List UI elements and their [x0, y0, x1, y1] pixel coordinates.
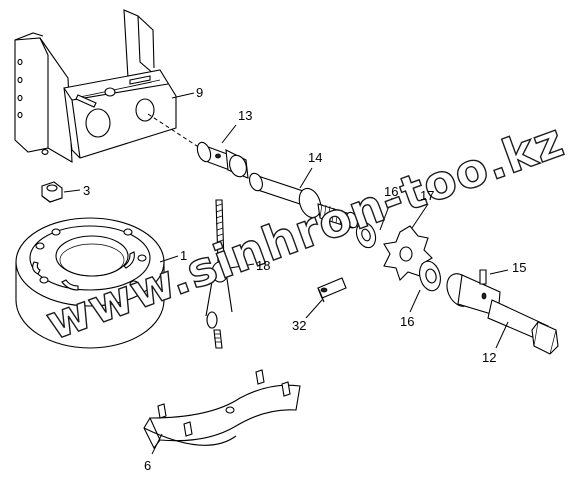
pull-rod — [205, 199, 255, 349]
label-part-12: 12 — [482, 350, 496, 365]
label-part-18: 18 — [256, 258, 270, 273]
label-part-14: 14 — [308, 150, 322, 165]
axle — [446, 273, 559, 355]
label-part-9: 9 — [196, 85, 203, 100]
clip — [305, 277, 347, 319]
nut-upper — [355, 197, 393, 249]
hex-nut — [41, 181, 81, 203]
label-part-15: 15 — [512, 260, 526, 275]
brake-drum — [15, 217, 179, 349]
mounting-bracket — [14, 9, 201, 163]
label-part-3: 3 — [83, 183, 90, 198]
label-part-17: 17 — [420, 188, 434, 203]
washer-lower — [409, 260, 441, 313]
label-part-13: 13 — [238, 108, 252, 123]
label-part-16-lower: 16 — [400, 314, 414, 329]
pin — [479, 269, 509, 285]
label-part-32: 32 — [292, 318, 306, 333]
sprocket — [383, 203, 433, 282]
bottom-plate — [143, 369, 301, 455]
bushing — [196, 124, 249, 179]
label-part-1: 1 — [180, 248, 187, 263]
label-part-6: 6 — [144, 458, 151, 473]
label-part-16-upper: 16 — [384, 184, 398, 199]
main-shaft — [249, 167, 358, 229]
